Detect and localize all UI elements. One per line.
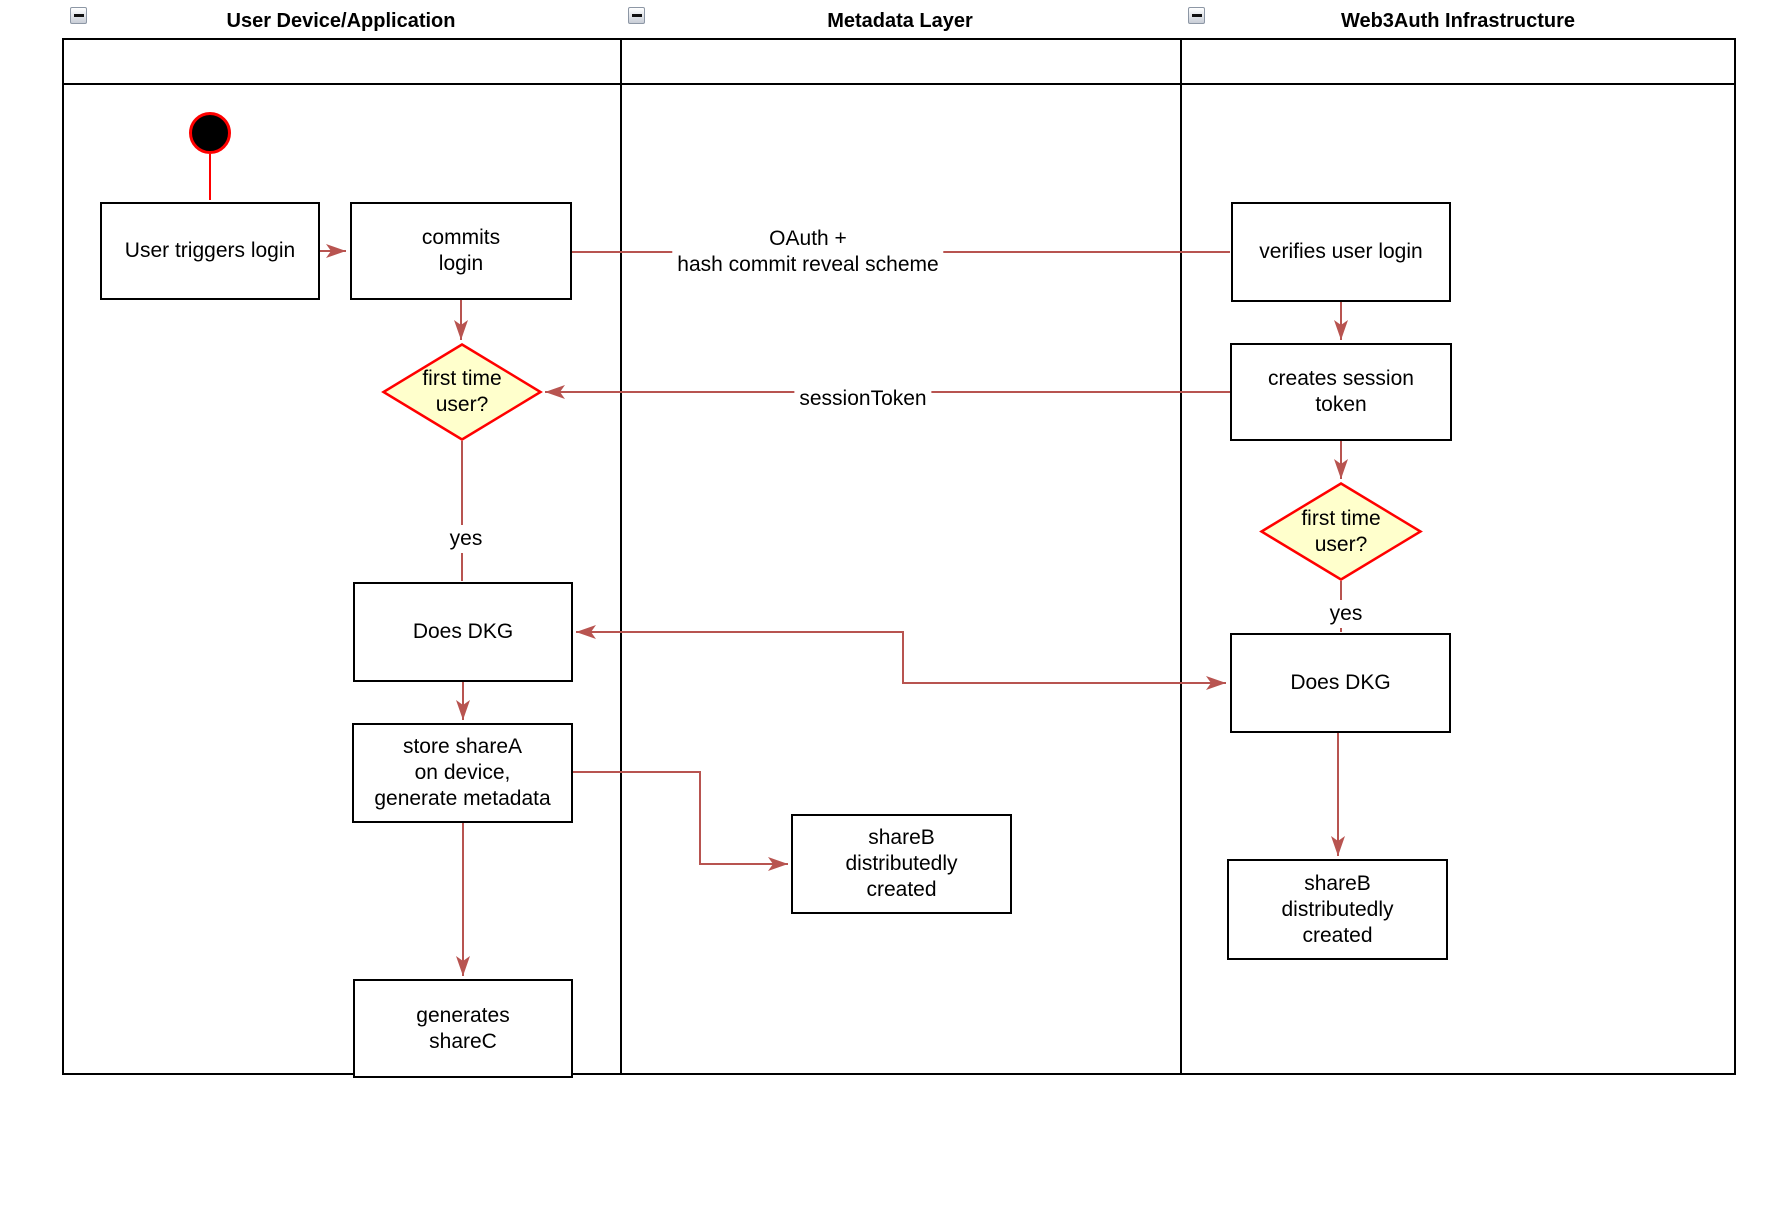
decision-first-time-user-infra: first time user?	[1259, 482, 1423, 581]
node-creates-session-token: creates session token	[1230, 343, 1452, 441]
collapse-lane-button[interactable]	[70, 7, 87, 24]
node-does-dkg-device: Does DKG	[353, 582, 573, 682]
collapse-lane-button[interactable]	[1188, 7, 1205, 24]
diamond-shape-svg	[1259, 482, 1423, 581]
node-label: Does DKG	[1290, 671, 1391, 694]
node-generates-sharec: generates shareC	[353, 979, 573, 1078]
decision-label: first time user?	[1301, 506, 1381, 556]
lane-title: User Device/Application	[226, 10, 456, 32]
swimlane-frame	[62, 38, 1736, 1075]
node-commits-login: commits login	[350, 202, 572, 300]
node-label: store shareA on device, generate metadat…	[374, 735, 551, 810]
minus-icon	[631, 14, 642, 17]
start-node	[189, 112, 231, 154]
node-shareb-metadata: shareB distributedly created	[791, 814, 1012, 914]
node-shareb-infra: shareB distributedly created	[1227, 859, 1448, 960]
edge-label-oauth: OAuth + hash commit reveal scheme	[672, 225, 944, 279]
minus-icon	[1191, 14, 1202, 17]
diamond-shape-svg	[381, 343, 543, 441]
minus-icon	[73, 14, 84, 17]
node-label: User triggers login	[124, 239, 296, 262]
node-label: verifies user login	[1259, 240, 1423, 263]
edge-label-yes-infra: yes	[1324, 600, 1368, 628]
diamond-shape	[1259, 482, 1423, 581]
node-label: shareB distributedly created	[845, 826, 958, 901]
decision-label: first time user?	[422, 367, 502, 416]
node-user-triggers-login: User triggers login	[100, 202, 320, 300]
decision-first-time-user-device: first time user?	[381, 343, 543, 441]
node-does-dkg-infra: Does DKG	[1230, 633, 1451, 733]
node-label: shareB distributedly created	[1281, 871, 1394, 947]
lane-title: Metadata Layer	[827, 10, 973, 32]
edge-label-yes-device: yes	[444, 525, 488, 553]
node-label: creates session token	[1268, 367, 1414, 416]
lane-divider-2	[1180, 40, 1182, 1073]
lane-header-web3auth-infra: Web3Auth Infrastructure	[1180, 0, 1736, 43]
lane-header-band	[64, 40, 1734, 85]
collapse-lane-button[interactable]	[628, 7, 645, 24]
edge-label-session-token: sessionToken	[794, 385, 932, 413]
node-store-sharea: store shareA on device, generate metadat…	[352, 723, 573, 823]
lane-divider-1	[620, 40, 622, 1073]
node-verifies-user-login: verifies user login	[1231, 202, 1451, 302]
diamond-shape	[381, 343, 543, 441]
node-label: Does DKG	[412, 620, 514, 643]
node-label: generates shareC	[416, 1003, 510, 1053]
lane-header-metadata-layer: Metadata Layer	[620, 0, 1180, 43]
node-label: commits login	[421, 226, 501, 275]
lane-title: Web3Auth Infrastructure	[1340, 10, 1576, 32]
lane-header-user-device: User Device/Application	[62, 0, 620, 43]
